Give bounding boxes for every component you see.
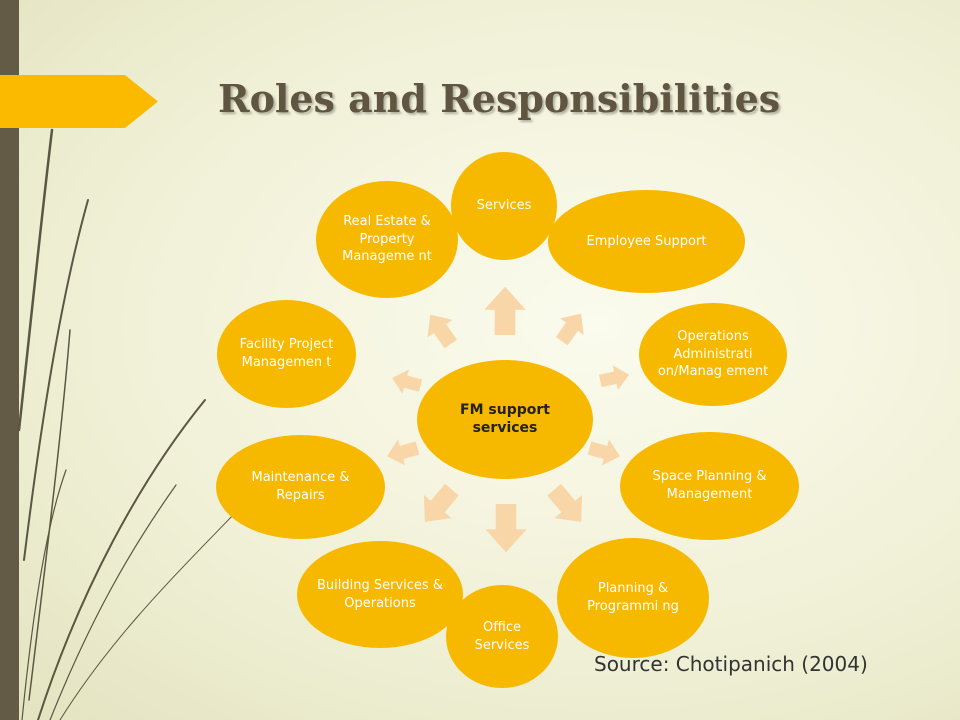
center-node: FM support services [417, 360, 593, 479]
block-arrow-5 [547, 483, 583, 522]
node-building-services: Building Services & Operations [297, 541, 463, 648]
block-arrow-8 [387, 439, 420, 466]
left-accent-bar [0, 0, 19, 720]
block-arrow-4 [587, 439, 620, 466]
node-label: Operations Administrati on/Manag ement [657, 329, 769, 380]
node-label: Planning & Programmi ng [587, 581, 679, 614]
block-arrow-7 [423, 483, 459, 522]
block-arrow-10 [427, 314, 457, 349]
block-arrow-3 [598, 365, 630, 391]
node-label: Space Planning & Management [652, 469, 767, 502]
node-planning-programming: Planning & Programmi ng [557, 538, 709, 658]
source-citation: Source: Chotipanich (2004) [594, 652, 868, 676]
decorative-swoosh-lines [17, 128, 239, 720]
node-label: Real Estate & Property Manageme nt [342, 214, 432, 265]
node-label: Facility Project Managemen t [239, 337, 334, 370]
node-real-estate-property: Real Estate & Property Manageme nt [316, 181, 458, 298]
block-arrow-6 [485, 504, 527, 553]
node-office-services: Office Services [446, 585, 558, 688]
node-label: Employee Support [586, 233, 707, 249]
node-services: Services [451, 152, 557, 260]
block-arrow-2 [555, 313, 584, 346]
center-node-label: FM support services [460, 402, 550, 436]
slide-title: Roles and Responsibilities [218, 76, 781, 121]
node-maintenance-repairs: Maintenance & Repairs [216, 435, 385, 539]
node-operations-administration: Operations Administrati on/Manag ement [639, 303, 787, 406]
node-label: Maintenance & Repairs [251, 470, 350, 503]
node-label: Building Services & Operations [317, 577, 443, 611]
node-label: Services [476, 198, 532, 214]
node-facility-project-management: Facility Project Managemen t [217, 300, 356, 408]
block-arrow-1 [484, 286, 526, 335]
node-employee-support: Employee Support [548, 190, 745, 293]
title-tab-arrow [0, 75, 158, 128]
node-space-planning: Space Planning & Management [620, 432, 799, 540]
node-label: Office Services [474, 619, 530, 653]
block-arrow-9 [392, 369, 423, 394]
